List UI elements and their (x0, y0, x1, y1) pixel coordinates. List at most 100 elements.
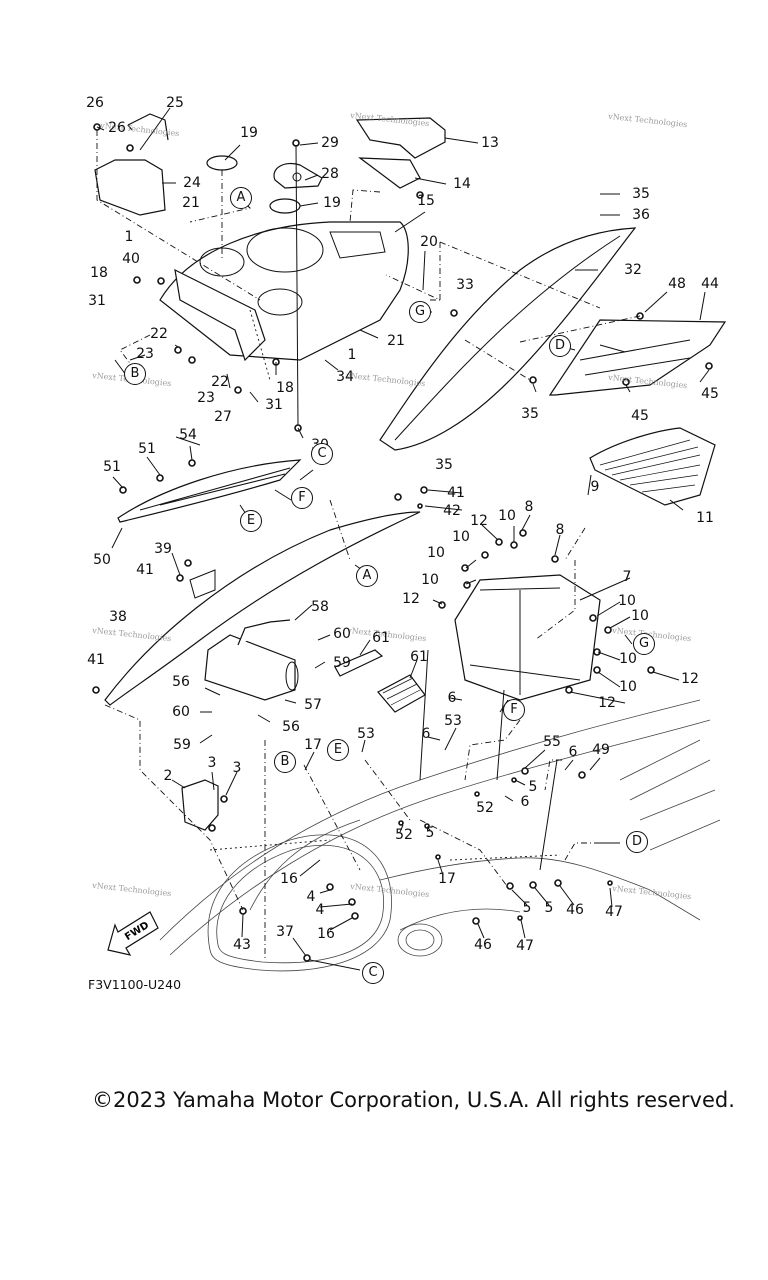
part-label-10[interactable]: 10 (498, 508, 516, 524)
ref-marker-a[interactable]: A (356, 565, 378, 587)
part-label-56[interactable]: 56 (282, 719, 300, 735)
part-label-60[interactable]: 60 (333, 626, 351, 642)
part-label-59[interactable]: 59 (333, 655, 351, 671)
part-label-2[interactable]: 2 (163, 768, 173, 784)
part-label-3[interactable]: 3 (207, 755, 217, 771)
part-label-31[interactable]: 31 (88, 293, 106, 309)
part-label-39[interactable]: 39 (154, 541, 172, 557)
part-label-41[interactable]: 41 (87, 652, 105, 668)
ref-marker-g[interactable]: G (409, 301, 431, 323)
part-label-12[interactable]: 12 (470, 513, 488, 529)
part-label-58[interactable]: 58 (311, 599, 329, 615)
part-label-22[interactable]: 22 (150, 326, 168, 342)
part-label-52[interactable]: 52 (395, 827, 413, 843)
ref-marker-b[interactable]: B (274, 751, 296, 773)
part-label-16[interactable]: 16 (280, 871, 298, 887)
part-label-14[interactable]: 14 (453, 176, 471, 192)
part-label-13[interactable]: 13 (481, 135, 499, 151)
part-label-53[interactable]: 53 (357, 726, 375, 742)
ref-marker-c[interactable]: C (362, 962, 384, 984)
part-label-47[interactable]: 47 (605, 904, 623, 920)
part-label-3[interactable]: 3 (232, 760, 242, 776)
part-label-5[interactable]: 5 (425, 825, 435, 841)
part-label-5[interactable]: 5 (544, 900, 554, 916)
part-label-12[interactable]: 12 (681, 671, 699, 687)
part-label-27[interactable]: 27 (214, 409, 232, 425)
ref-marker-d[interactable]: D (549, 335, 571, 357)
part-label-6[interactable]: 6 (568, 744, 578, 760)
part-label-57[interactable]: 57 (304, 697, 322, 713)
ref-marker-c[interactable]: C (311, 443, 333, 465)
part-label-45[interactable]: 45 (631, 408, 649, 424)
part-label-4[interactable]: 4 (306, 889, 316, 905)
part-label-12[interactable]: 12 (402, 591, 420, 607)
part-label-41[interactable]: 41 (447, 485, 465, 501)
part-label-59[interactable]: 59 (173, 737, 191, 753)
part-label-56[interactable]: 56 (172, 674, 190, 690)
part-label-10[interactable]: 10 (631, 608, 649, 624)
part-label-5[interactable]: 5 (522, 900, 532, 916)
part-label-60[interactable]: 60 (172, 704, 190, 720)
part-label-51[interactable]: 51 (103, 459, 121, 475)
part-label-49[interactable]: 49 (592, 742, 610, 758)
part-label-33[interactable]: 33 (456, 277, 474, 293)
part-label-8[interactable]: 8 (524, 499, 534, 515)
part-label-18[interactable]: 18 (90, 265, 108, 281)
part-label-61[interactable]: 61 (410, 649, 428, 665)
ref-marker-a[interactable]: A (230, 187, 252, 209)
part-label-35[interactable]: 35 (435, 457, 453, 473)
part-label-19[interactable]: 19 (240, 125, 258, 141)
part-label-38[interactable]: 38 (109, 609, 127, 625)
part-label-48[interactable]: 48 (668, 276, 686, 292)
part-label-37[interactable]: 37 (276, 924, 294, 940)
part-label-23[interactable]: 23 (197, 390, 215, 406)
part-label-34[interactable]: 34 (336, 369, 354, 385)
ref-marker-f[interactable]: F (291, 487, 313, 509)
ref-marker-f[interactable]: F (503, 699, 525, 721)
ref-marker-d[interactable]: D (626, 831, 648, 853)
part-label-35[interactable]: 35 (521, 406, 539, 422)
part-label-47[interactable]: 47 (516, 938, 534, 954)
part-label-45[interactable]: 45 (701, 386, 719, 402)
part-label-10[interactable]: 10 (452, 529, 470, 545)
part-label-6[interactable]: 6 (421, 726, 431, 742)
part-label-29[interactable]: 29 (321, 135, 339, 151)
part-label-41[interactable]: 41 (136, 562, 154, 578)
ref-marker-g[interactable]: G (633, 633, 655, 655)
part-label-10[interactable]: 10 (618, 593, 636, 609)
part-label-52[interactable]: 52 (476, 800, 494, 816)
part-label-46[interactable]: 46 (566, 902, 584, 918)
part-label-32[interactable]: 32 (624, 262, 642, 278)
part-label-42[interactable]: 42 (443, 503, 461, 519)
part-label-10[interactable]: 10 (619, 651, 637, 667)
part-label-36[interactable]: 36 (632, 207, 650, 223)
part-label-21[interactable]: 21 (387, 333, 405, 349)
part-label-31[interactable]: 31 (265, 397, 283, 413)
part-label-6[interactable]: 6 (520, 794, 530, 810)
part-label-15[interactable]: 15 (417, 193, 435, 209)
part-label-44[interactable]: 44 (701, 276, 719, 292)
part-label-26[interactable]: 26 (108, 120, 126, 136)
part-label-6[interactable]: 6 (447, 690, 457, 706)
part-label-26[interactable]: 26 (86, 95, 104, 111)
part-label-23[interactable]: 23 (136, 346, 154, 362)
part-label-55[interactable]: 55 (543, 734, 561, 750)
part-label-24[interactable]: 24 (183, 175, 201, 191)
part-label-61[interactable]: 61 (372, 630, 390, 646)
part-label-51[interactable]: 51 (138, 441, 156, 457)
part-label-18[interactable]: 18 (276, 380, 294, 396)
part-label-12[interactable]: 12 (598, 695, 616, 711)
part-label-1[interactable]: 1 (347, 347, 357, 363)
part-label-53[interactable]: 53 (444, 713, 462, 729)
part-label-46[interactable]: 46 (474, 937, 492, 953)
part-label-16[interactable]: 16 (317, 926, 335, 942)
part-label-9[interactable]: 9 (590, 479, 600, 495)
part-label-25[interactable]: 25 (166, 95, 184, 111)
part-label-1[interactable]: 1 (124, 229, 134, 245)
part-label-5[interactable]: 5 (528, 779, 538, 795)
part-label-11[interactable]: 11 (696, 510, 714, 526)
part-label-43[interactable]: 43 (233, 937, 251, 953)
part-label-17[interactable]: 17 (304, 737, 322, 753)
part-label-10[interactable]: 10 (619, 679, 637, 695)
part-label-35[interactable]: 35 (632, 186, 650, 202)
